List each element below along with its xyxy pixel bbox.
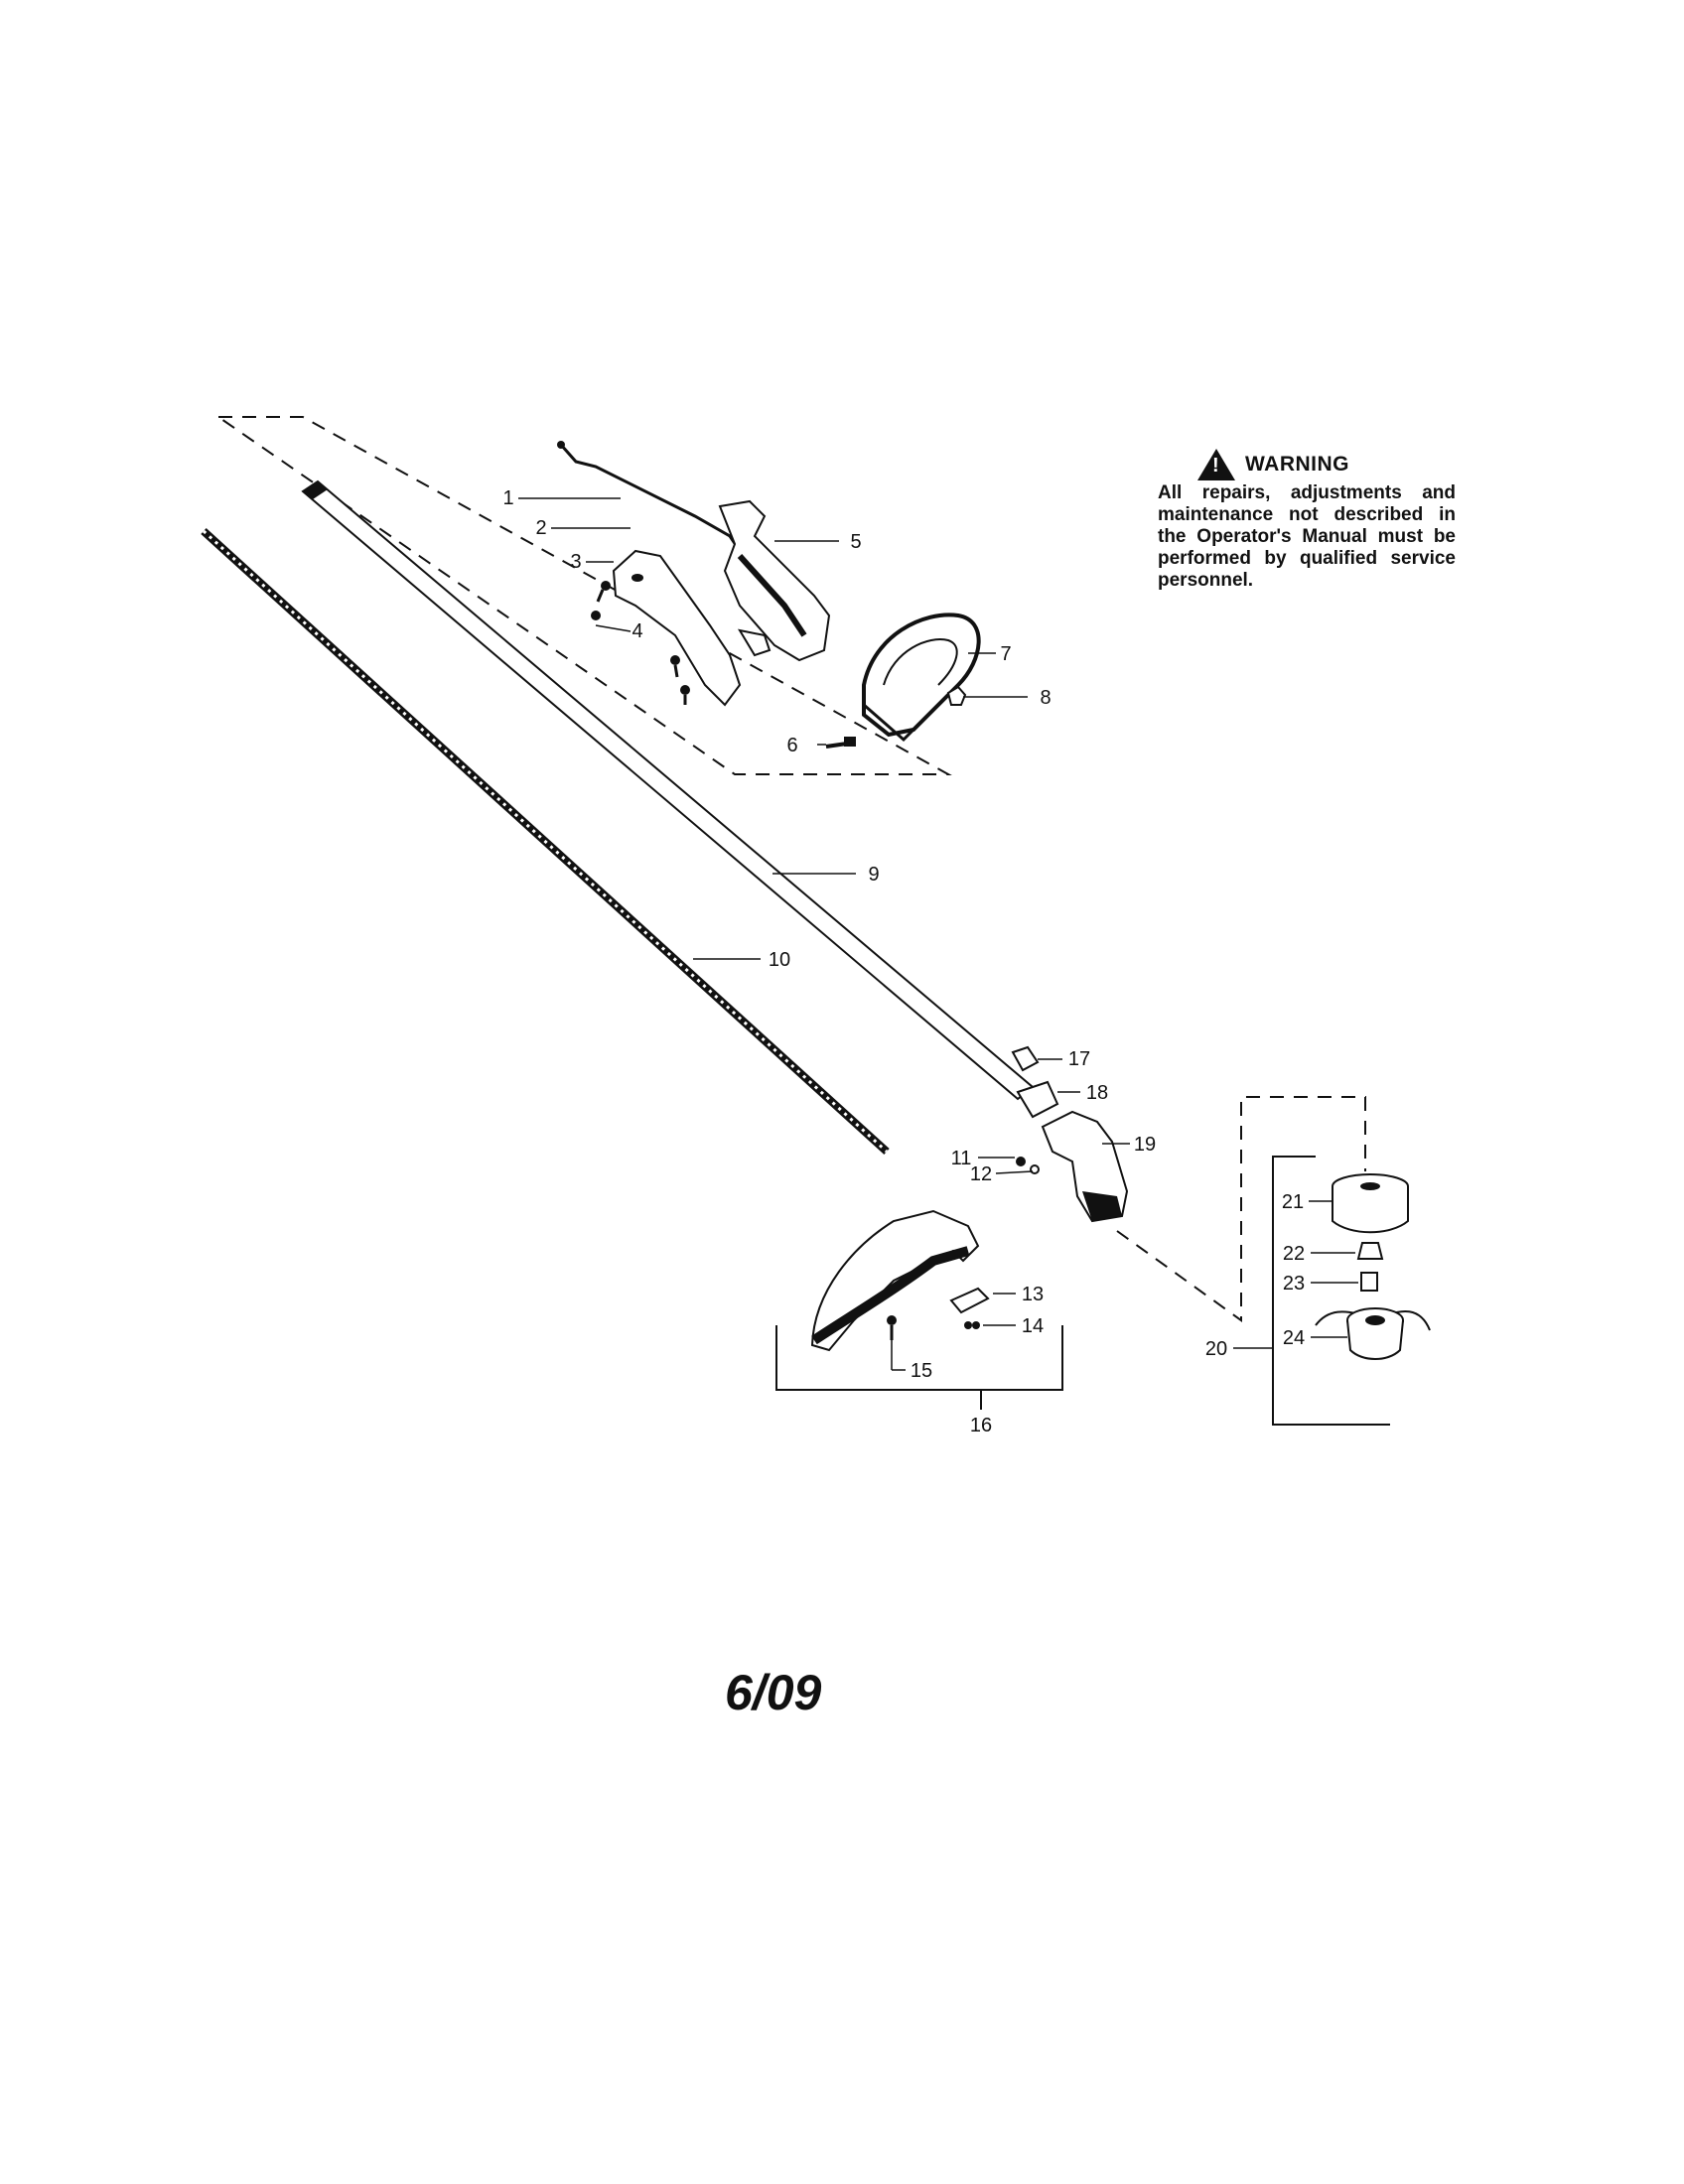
retainer	[1360, 1272, 1378, 1292]
warning-triangle-icon: !	[1197, 449, 1235, 480]
date-code: 6/09	[725, 1665, 822, 1720]
callout-20: 20	[1205, 1338, 1227, 1360]
handle-group-dashed-outline	[217, 416, 952, 775]
callout-3: 3	[570, 551, 581, 573]
callout-2: 2	[535, 517, 546, 539]
callout-16: 16	[970, 1415, 992, 1436]
callout-5: 5	[850, 531, 861, 553]
screws	[591, 581, 690, 705]
head-assembly-dashed-lead	[1116, 1096, 1366, 1322]
handle-housing	[718, 499, 831, 662]
screw-11	[1016, 1157, 1026, 1166]
wing-nut	[946, 685, 967, 706]
deflector-shield	[810, 1209, 980, 1352]
warning-title: WARNING	[1245, 453, 1349, 476]
warning-text: All repairs, adjustments and maintenance…	[1158, 482, 1456, 591]
callout-1: 1	[502, 487, 513, 509]
handle-cover	[612, 549, 742, 707]
callout-15: 15	[911, 1360, 932, 1382]
callout-7: 7	[1000, 643, 1011, 665]
spool-cover	[1332, 1173, 1409, 1234]
callout-10: 10	[769, 949, 790, 971]
callout-24: 24	[1283, 1327, 1305, 1349]
loop-handle	[862, 613, 981, 743]
line-cutter-blade	[949, 1287, 990, 1314]
spring	[1356, 1242, 1384, 1260]
gearbox	[1041, 1110, 1129, 1223]
callout-17: 17	[1068, 1048, 1090, 1070]
callout-9: 9	[868, 864, 879, 886]
drive-shaft	[201, 528, 890, 1155]
shield-screw	[887, 1315, 897, 1340]
blade-screws	[964, 1321, 980, 1329]
callout-8: 8	[1040, 687, 1051, 709]
deflector-assembly-bracket	[775, 1325, 1063, 1391]
head-assembly-bracket	[1272, 1156, 1390, 1426]
callout-6: 6	[786, 735, 797, 756]
callout-4: 4	[632, 620, 642, 642]
clamp	[1016, 1080, 1059, 1119]
callout-14: 14	[1022, 1315, 1044, 1337]
throttle-trigger	[737, 628, 772, 657]
warning-header: ! WARNING	[1197, 449, 1456, 480]
bolt	[825, 737, 856, 749]
washer-12	[1030, 1164, 1040, 1174]
callout-21: 21	[1282, 1191, 1304, 1213]
spool-with-line	[1315, 1307, 1431, 1360]
callout-18: 18	[1086, 1082, 1108, 1104]
callout-12: 12	[970, 1163, 992, 1185]
wing-knob	[1011, 1045, 1040, 1072]
callout-22: 22	[1283, 1243, 1305, 1265]
warning-box: ! WARNING All repairs, adjustments and m…	[1158, 449, 1456, 592]
callout-23: 23	[1283, 1273, 1305, 1295]
callout-19: 19	[1134, 1134, 1156, 1156]
callout-11: 11	[951, 1148, 972, 1169]
callout-13: 13	[1022, 1284, 1044, 1305]
